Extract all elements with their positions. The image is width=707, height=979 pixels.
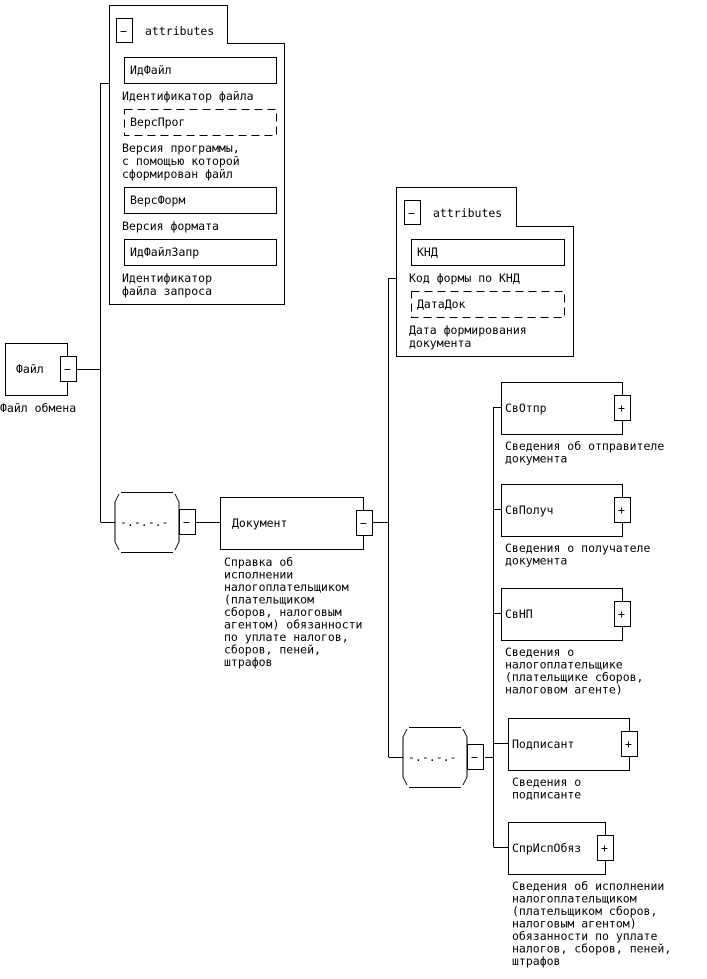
plus-icon: + <box>601 841 608 855</box>
child-element-description: документа <box>505 452 567 466</box>
attribute-description: Версия программы, <box>122 141 240 155</box>
child-element-description: налогоплательщиком <box>512 892 637 906</box>
attribute-description: Дата формирования <box>409 323 527 337</box>
collapse-toggle[interactable] <box>60 356 77 382</box>
description-line: агентом) обязанности <box>224 618 362 632</box>
child-element-description: налоговым агентом) <box>512 917 637 931</box>
expand-toggle[interactable] <box>614 601 631 627</box>
description-line: штрафов <box>224 655 272 669</box>
attribute-name: ИдФайлЗапр <box>130 245 199 259</box>
child-element-description: документа <box>505 554 567 568</box>
plus-icon: + <box>625 737 632 751</box>
attribute-description: сформирован файл <box>122 167 233 181</box>
child-element-сприспобяз[interactable]: СпрИспОбяз + Сведения об исполненииналогоп… <box>508 822 672 969</box>
minus-icon: − <box>120 24 127 38</box>
sequence-compositor-2[interactable]: -.-.-.- − <box>402 727 484 788</box>
child-element-description: Сведения об отправителе <box>505 439 664 453</box>
attribute-description: документа <box>409 336 471 350</box>
child-element-description: Сведения о получателе <box>505 541 650 555</box>
child-element-description: Сведения об исполнении <box>512 879 664 893</box>
attributes-header: attributes <box>433 206 502 220</box>
attribute-name: ДатаДок <box>417 297 466 311</box>
collapse-toggle[interactable] <box>179 509 196 535</box>
attribute-description: Идентификатор файла <box>122 89 254 103</box>
sequence-compositor-1[interactable]: -.-.-.- − <box>114 492 196 553</box>
child-element-description: (плательщике сборов, <box>505 670 643 684</box>
plus-icon: + <box>618 503 625 517</box>
child-element-description: Сведения о <box>505 645 574 659</box>
attribute-description: Версия формата <box>122 219 219 233</box>
plus-icon: + <box>618 607 625 621</box>
root-element[interactable]: Файл − Файл обмена <box>0 343 77 416</box>
minus-icon: − <box>360 516 367 530</box>
child-element-description: подписанте <box>512 788 581 802</box>
attribute-name: ВерсПрог <box>130 115 185 129</box>
minus-icon: − <box>471 750 478 764</box>
child-element-name: СвПолуч <box>505 503 553 517</box>
child-element-name: СпрИспОбяз <box>512 841 581 855</box>
description-line: (плательщиком <box>224 593 314 607</box>
plus-icon: + <box>618 401 625 415</box>
child-element-description: обязанности по уплате <box>512 929 657 943</box>
child-element-description: Сведения о <box>512 775 581 789</box>
attributes-collapse-toggle[interactable] <box>116 18 133 43</box>
child-element-name: СвОтпр <box>505 401 547 415</box>
attribute-description: файла запроса <box>122 284 212 298</box>
document-children: СвОтпр+Сведения об отправителедокументаС… <box>501 382 672 969</box>
attribute-name: КНД <box>417 245 438 259</box>
description-line: сборов, налоговым <box>224 605 342 619</box>
document-element[interactable]: Документ − Справка обисполненииналогопла… <box>220 497 373 670</box>
sequence-symbol: -.-.-.- <box>408 750 456 764</box>
sequence-symbol: -.-.-.- <box>120 515 168 529</box>
description-line: налогоплательщиком <box>224 580 349 594</box>
child-element-description: налогов, сборов, пеней, <box>512 942 671 956</box>
child-element-свнп[interactable]: СвНП + Сведения оналогоплательщике(платель… <box>501 588 644 697</box>
description-line: Справка об <box>224 555 293 569</box>
expand-toggle[interactable] <box>614 497 631 523</box>
description-line: по уплате налогов, <box>224 630 349 644</box>
child-element-description: (плательщиком сборов, <box>512 904 657 918</box>
description-line: сборов, пеней, <box>224 643 321 657</box>
collapse-toggle[interactable] <box>467 744 484 770</box>
document-element-description: Справка обисполненииналогоплательщиком(п… <box>224 555 362 669</box>
connectors <box>77 83 508 848</box>
child-element-name: СвНП <box>505 607 533 621</box>
expand-toggle[interactable] <box>597 835 614 861</box>
minus-icon: − <box>64 362 71 376</box>
child-element-description: налогоплательщике <box>505 658 623 672</box>
minus-icon: − <box>408 206 415 220</box>
root-element-description: Файл обмена <box>0 401 76 415</box>
attribute-description: с помощью которой <box>122 154 240 168</box>
child-element-description: налоговом агенте) <box>505 683 623 697</box>
root-element-name: Файл <box>16 362 44 376</box>
attribute-description: Код формы по КНД <box>409 271 520 285</box>
document-element-name: Документ <box>232 516 287 530</box>
attribute-1[interactable]: КНД Код формы по КНД <box>409 239 565 286</box>
expand-toggle[interactable] <box>621 731 638 757</box>
collapse-toggle[interactable] <box>356 510 373 536</box>
description-line: исполнении <box>224 568 293 582</box>
attribute-name: ВерсФорм <box>130 193 185 207</box>
attributes-collapse-toggle[interactable] <box>404 200 421 225</box>
minus-icon: − <box>183 515 190 529</box>
attribute-description: Идентификатор <box>122 271 212 285</box>
attribute-name: ИдФайл <box>130 63 172 77</box>
child-element-name: Подписант <box>512 737 574 751</box>
expand-toggle[interactable] <box>614 395 631 421</box>
attributes-header: attributes <box>145 24 214 38</box>
child-element-description: штрафов <box>512 954 560 968</box>
